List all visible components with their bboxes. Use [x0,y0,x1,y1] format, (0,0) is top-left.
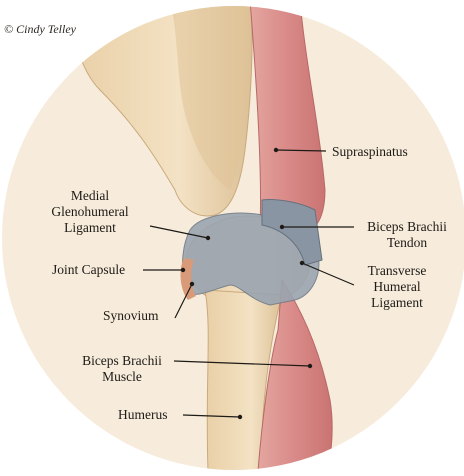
label-biceps-brachii-tendon: Biceps Brachii Tendon [355,219,459,251]
label-line: Transverse [352,263,442,279]
label-synovium: Synovium [103,308,159,324]
label-line: Tendon [355,235,459,251]
leader-dot-humerus [238,415,242,419]
label-medial-glenohumeral-ligament: Medial Glenohumeral Ligament [30,188,150,236]
leader-dot-synovium [190,282,194,286]
copyright-text: © Cindy Telley [4,22,76,37]
leader-dot-transverse [300,261,304,265]
leader-dot-joint-capsule [181,268,185,272]
label-line: Muscle [70,369,174,385]
label-line: Glenohumeral [30,204,150,220]
label-joint-capsule: Joint Capsule [52,262,125,278]
label-line: Humeral [352,279,442,295]
label-line: Medial [30,188,150,204]
leader-dot-biceps-muscle [308,364,312,368]
label-line: Biceps Brachii [70,353,174,369]
label-line: Biceps Brachii [355,219,459,235]
label-supraspinatus: Supraspinatus [332,144,408,160]
leader-dot-supraspinatus [274,148,278,152]
label-humerus: Humerus [118,407,168,423]
label-line: Ligament [352,295,442,311]
label-line: Ligament [30,220,150,236]
leader-dot-medial-gh [206,236,210,240]
leader-dot-biceps-tendon [280,225,284,229]
label-biceps-brachii-muscle: Biceps Brachii Muscle [70,353,174,385]
label-transverse-humeral-ligament: Transverse Humeral Ligament [352,263,442,311]
